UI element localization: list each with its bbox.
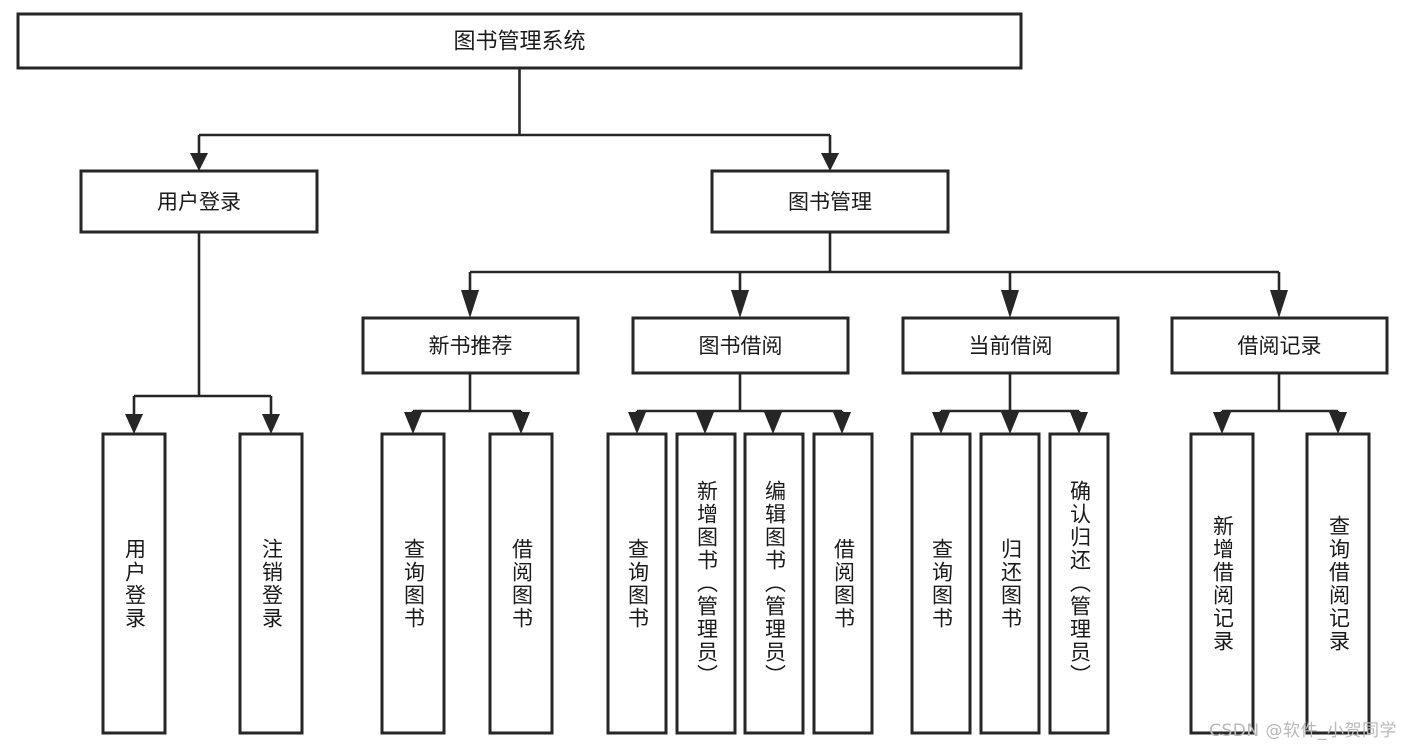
leaf-box-query-book-current[interactable] — [910, 432, 972, 735]
node-current-borrow[interactable]: 当前借阅 — [901, 316, 1120, 375]
node-new-book-recommend[interactable]: 新书推荐 — [361, 316, 580, 375]
arrow-newbook-l2 — [512, 412, 530, 434]
borrow-record-label: 借阅记录 — [1238, 334, 1322, 358]
book-management-label: 图书管理 — [788, 190, 872, 214]
arrow-borrowrecord-l1 — [1213, 412, 1231, 434]
leaf-box-user-login[interactable] — [101, 432, 167, 735]
root-label: 图书管理系统 — [453, 30, 585, 55]
arrow-root-to-login — [190, 153, 208, 171]
arrow-to-new-book — [461, 290, 479, 318]
arrow-to-current-borrow — [1001, 290, 1019, 318]
leaf-box-borrow-book[interactable] — [812, 432, 874, 735]
arrow-login-leaf2 — [262, 414, 280, 434]
new-book-recommend-box[interactable] — [361, 316, 580, 375]
leaf-box-return-book[interactable] — [979, 432, 1041, 735]
arrow-newbook-l1 — [404, 412, 422, 434]
book-borrow-box[interactable] — [631, 316, 850, 375]
user-login-label: 用户登录 — [157, 190, 241, 214]
new-book-recommend-label: 新书推荐 — [429, 334, 513, 358]
arrow-bookborrow-l4 — [833, 412, 851, 434]
arrow-bookborrow-l1 — [628, 412, 646, 434]
arrow-root-to-bookmgmt — [821, 153, 839, 171]
current-borrow-label: 当前借阅 — [969, 334, 1053, 358]
leaf-box-edit-book-admin[interactable] — [743, 432, 805, 735]
arrow-currentborrow-l2 — [1001, 412, 1019, 434]
arrow-to-borrow-record — [1270, 290, 1288, 318]
arrow-bookborrow-l2 — [696, 412, 714, 434]
arrow-bookborrow-l3 — [764, 412, 782, 434]
book-management-box[interactable] — [710, 169, 950, 234]
arrow-borrowrecord-l2 — [1329, 412, 1347, 434]
leaf-box-query-borrow-record[interactable] — [1305, 432, 1371, 735]
leaf-box-add-borrow-record[interactable] — [1189, 432, 1255, 735]
watermark: CSDN @软件_小贺同学 — [1209, 721, 1397, 741]
node-root[interactable]: 图书管理系统 — [16, 12, 1023, 70]
node-user-login[interactable]: 用户登录 — [79, 169, 319, 234]
leaf-box-query-book-borrow[interactable] — [606, 432, 668, 735]
leaf-box-confirm-return-admin[interactable] — [1048, 432, 1110, 735]
arrow-currentborrow-l1 — [932, 412, 950, 434]
leaf-box-logout[interactable] — [238, 432, 304, 735]
current-borrow-box[interactable] — [901, 316, 1120, 375]
node-book-management[interactable]: 图书管理 — [710, 169, 950, 234]
node-borrow-record[interactable]: 借阅记录 — [1170, 316, 1389, 375]
arrow-login-leaf1 — [125, 414, 143, 434]
leaf-box-add-book-admin[interactable] — [675, 432, 737, 735]
leaf-box-borrow-book-newbook[interactable] — [488, 432, 554, 735]
leaf-box-query-book-newbook[interactable] — [380, 432, 446, 735]
book-borrow-label: 图书借阅 — [699, 334, 783, 358]
arrow-to-book-borrow — [731, 290, 749, 318]
arrow-currentborrow-l3 — [1070, 412, 1088, 434]
borrow-record-box[interactable] — [1170, 316, 1389, 375]
root-box[interactable] — [16, 12, 1023, 70]
node-book-borrow[interactable]: 图书借阅 — [631, 316, 850, 375]
